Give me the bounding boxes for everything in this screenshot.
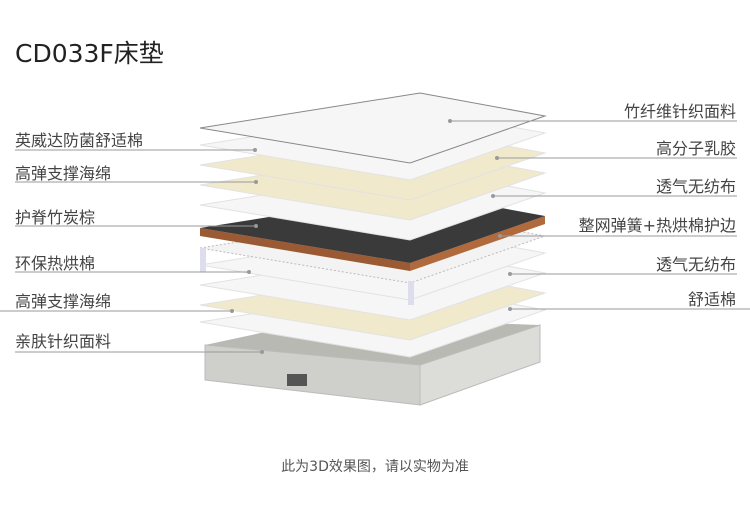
- leader-dot: [260, 350, 264, 354]
- spring-edge-post: [200, 248, 206, 272]
- leader-dot: [508, 272, 512, 276]
- leader-dot: [491, 194, 495, 198]
- left-label-4: 环保热烘棉: [15, 254, 96, 273]
- spring-edge-post: [408, 281, 414, 305]
- coir-layer-front: [200, 228, 410, 271]
- right-label-1: 竹纤维针织面料: [623, 102, 736, 121]
- left-label-5: 高弹支撑海绵: [15, 292, 112, 311]
- mattress-layer: [199, 92, 547, 164]
- right-label-4: 整网弹簧+热烘棉护边: [578, 216, 736, 235]
- left-label-2: 高弹支撑海绵: [15, 164, 112, 183]
- leader-dot: [247, 270, 251, 274]
- leader-dot: [254, 224, 258, 228]
- mattress-base-side: [419, 324, 541, 406]
- page-title: CD033F床垫: [15, 39, 164, 68]
- mattress-label-tag: [287, 374, 307, 386]
- coir-layer-side: [410, 216, 545, 271]
- disclaimer-caption: 此为3D效果图，请以实物为准: [281, 459, 469, 475]
- leader-dot: [498, 234, 502, 238]
- left-label-3: 护脊竹炭棕: [15, 208, 96, 227]
- leader-dot: [230, 309, 234, 313]
- right-label-5: 透气无纺布: [655, 255, 736, 274]
- leader-dot: [253, 148, 257, 152]
- leader-dot: [495, 156, 499, 160]
- leader-dot: [448, 119, 452, 123]
- right-label-2: 高分子乳胶: [655, 139, 736, 158]
- right-label-6: 舒适棉: [687, 290, 736, 309]
- left-label-1: 英威达防菌舒适棉: [15, 131, 144, 150]
- left-label-6: 亲肤针织面料: [15, 332, 112, 351]
- right-label-3: 透气无纺布: [655, 177, 736, 196]
- leader-dot: [254, 180, 258, 184]
- leader-dot: [508, 307, 512, 311]
